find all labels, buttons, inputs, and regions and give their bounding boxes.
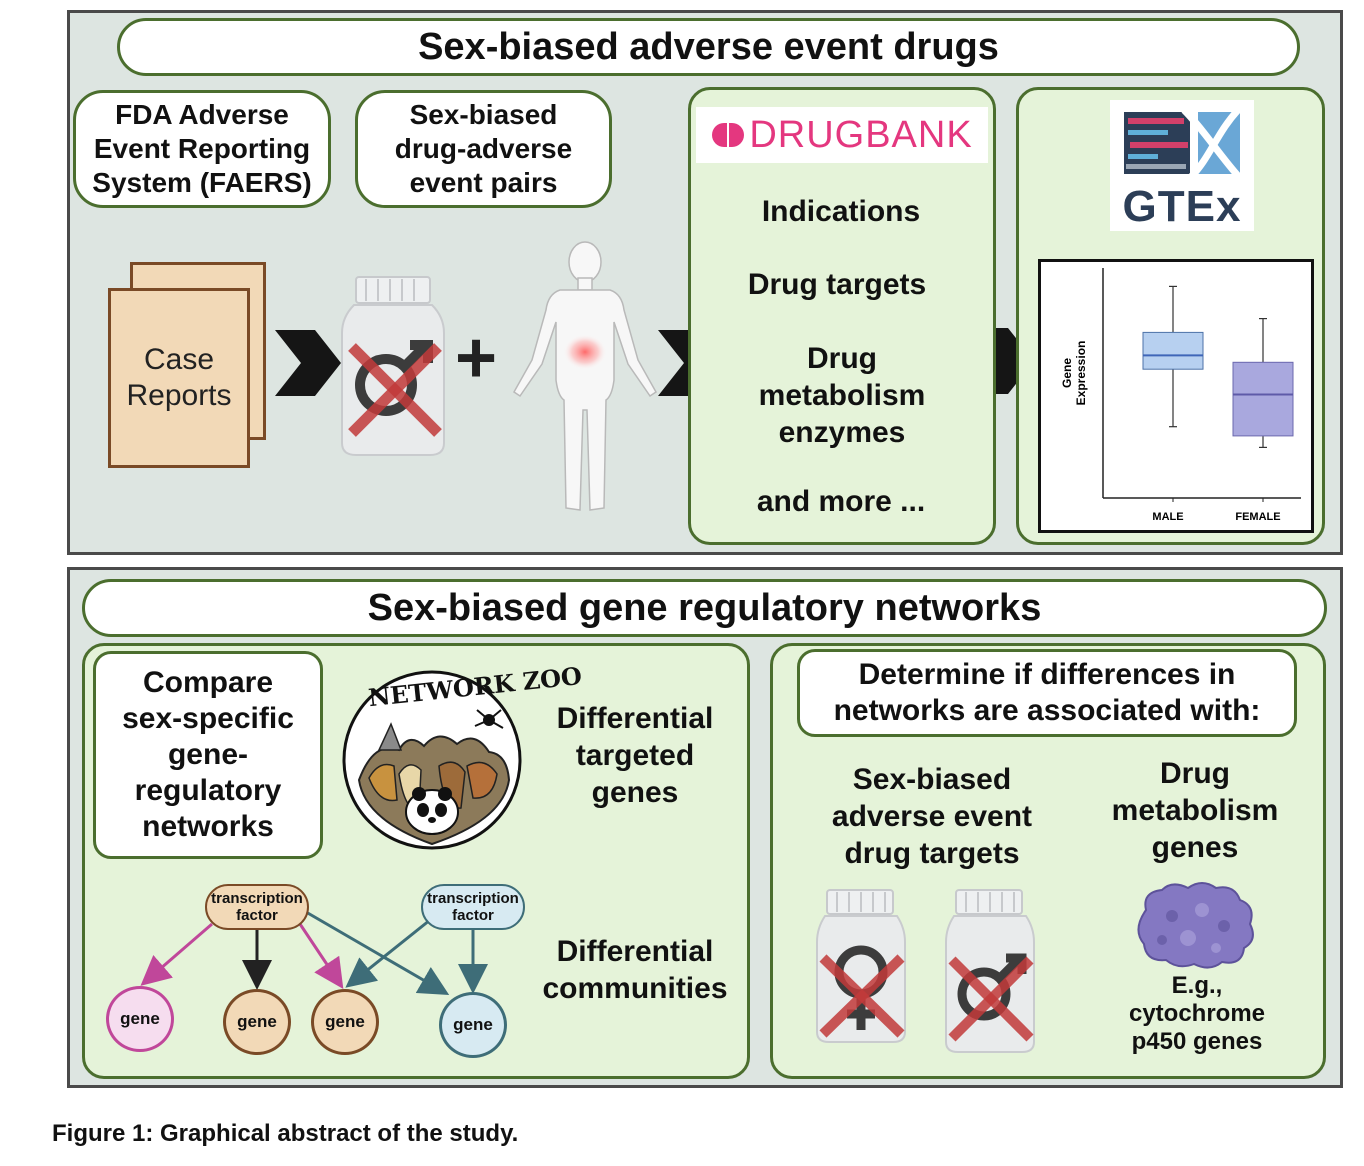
- case-report-paper: Case Reports: [108, 288, 250, 468]
- differential-communities-label: Differential communities: [542, 935, 728, 1005]
- drugbank-item-indications: Indications: [761, 195, 921, 228]
- plus-sign: +: [455, 318, 498, 398]
- pill-bottle-male-crossed-icon: [341, 276, 445, 456]
- pill-bottle-female-crossed-icon: [816, 889, 906, 1043]
- drugbank-item-more: and more ...: [756, 485, 926, 518]
- gene-node: gene: [223, 989, 291, 1055]
- bottom-title: Sex-biased gene regulatory networks: [82, 579, 1327, 637]
- gene-node: gene: [439, 992, 507, 1058]
- cytochrome-label: E.g., cytochrome p450 genes: [1128, 972, 1266, 1055]
- drugbank-logo-text: DRUGBANK: [749, 113, 973, 156]
- drugbank-logo: DRUGBANK: [696, 107, 988, 163]
- determine-label: Determine if differences in networks are…: [797, 649, 1297, 737]
- compare-label: Compare sex-specific gene-regulatory net…: [93, 651, 323, 859]
- gene-expression-chart-frame: [1038, 259, 1314, 533]
- drugbank-pill-icon: [712, 123, 745, 147]
- dna-icon: [1124, 107, 1243, 181]
- pairs-label: Sex-biased drug-adverse event pairs: [355, 90, 612, 208]
- box-female: [1232, 361, 1294, 437]
- pill-bottle-male-crossed-icon: [945, 889, 1035, 1053]
- gene-node: gene: [106, 986, 174, 1052]
- x-tick-label: MALE: [1152, 511, 1183, 523]
- top-title: Sex-biased adverse event drugs: [117, 18, 1300, 76]
- drugbank-item-enzymes: Drug metabolism enzymes: [758, 342, 926, 449]
- gene-label: gene: [120, 1009, 160, 1028]
- faers-label: FDA Adverse Event Reporting System (FAER…: [73, 90, 331, 208]
- y-axis-label: GeneExpression: [1060, 341, 1088, 406]
- transcription-factor-node: transcription factor: [205, 884, 309, 930]
- gtex-logo-text: GTEx: [1122, 182, 1242, 231]
- chevron-right-icon: [275, 330, 341, 396]
- drugbank-item-targets: Drug targets: [747, 268, 927, 301]
- gene-label: gene: [453, 1015, 493, 1034]
- x-tick-label: FEMALE: [1235, 511, 1280, 523]
- gene-node: gene: [311, 989, 379, 1055]
- box-male: [1142, 331, 1204, 370]
- gene-label: gene: [237, 1012, 277, 1031]
- differential-genes-label: Differential targeted genes: [556, 702, 714, 809]
- drug-metabolism-genes-label: Drug metabolism genes: [1111, 757, 1279, 864]
- drugbank-box: [688, 87, 996, 545]
- transcription-factor-label: transcription factor: [211, 890, 303, 924]
- figure-caption: Figure 1: Graphical abstract of the stud…: [52, 1120, 519, 1147]
- human-body-icon: [513, 241, 657, 511]
- transcription-factor-label: transcription factor: [427, 890, 519, 924]
- protein-icon: [1137, 882, 1254, 969]
- gene-label: gene: [325, 1012, 365, 1031]
- case-reports-label: Case Reports: [126, 343, 232, 412]
- transcription-factor-node: transcription factor: [421, 884, 525, 930]
- gtex-logo: GTEx: [1110, 100, 1254, 231]
- sexbiased-targets-label: Sex-biased adverse event drug targets: [831, 763, 1033, 870]
- gene-network-edges: [140, 910, 488, 996]
